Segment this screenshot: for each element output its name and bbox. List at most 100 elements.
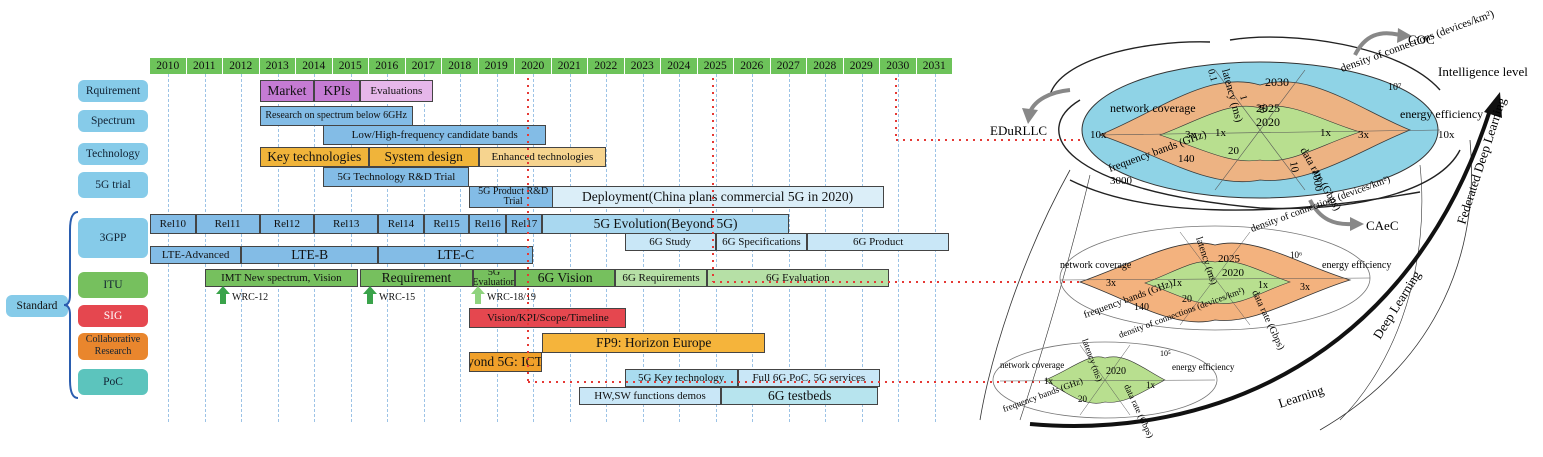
year-2025: 2025 (697, 58, 733, 74)
year-2010: 2010 (150, 58, 186, 74)
roadmap-bar-kpis: KPIs (314, 80, 360, 102)
top-tick-20: 20 (1228, 145, 1240, 157)
roadmap-bar-lte-advanced: LTE-Advanced (150, 246, 242, 264)
wrc-18-19-label: WRC-18/19 (487, 292, 536, 303)
intelligence-level-label: Intelligence level (1438, 64, 1528, 79)
top-tick-1x-left: 1x (1215, 127, 1227, 139)
caec-label: CAeC (1366, 218, 1399, 233)
wrc-15-label: WRC-15 (379, 292, 416, 303)
roadmap-bar-5g-evaluation: 5G Evaluation (473, 269, 515, 287)
year-2014: 2014 (296, 58, 332, 74)
roadmap-bar-key-technologies: Key technologies (259, 147, 369, 167)
mid-tick-1x-right: 1x (1258, 280, 1268, 291)
roadmap-bar-rel15: Rel15 (423, 214, 470, 234)
coc-arrow-icon (1397, 28, 1412, 43)
bot-tick-20: 20 (1078, 394, 1088, 404)
top-year-2030: 2030 (1265, 75, 1289, 89)
roadmap-bar-market: Market (259, 80, 315, 102)
year-2018: 2018 (442, 58, 478, 74)
roadmap-bar-6g-specifications: 6G Specifications (715, 233, 807, 251)
mid-tick-3x-right: 3x (1300, 282, 1310, 293)
roadmap-bar-rel12: Rel12 (259, 214, 315, 234)
mid-year-2020: 2020 (1222, 267, 1245, 279)
coc-label: COC (1408, 32, 1435, 47)
roadmap-bar-imt-new-spectrum-vision: IMT New spectrum, Vision (204, 269, 359, 287)
top-tick-10x-left: 10x (1090, 129, 1107, 141)
bot-year-2020: 2020 (1106, 366, 1126, 377)
wrc-12-arrow-icon (216, 286, 230, 304)
category-sig: SIG (78, 305, 148, 327)
top-year-2020: 2020 (1256, 115, 1280, 129)
roadmap-bar-lte-c: LTE-C (378, 246, 534, 264)
roadmap-bar-beyond-5g-ict-20: Beyond 5G: ICT 20 (469, 352, 543, 372)
year-2021: 2021 (551, 58, 587, 74)
roadmap-bar-hw-sw-functions-demos: HW,SW functions demos (578, 387, 722, 405)
mid-tick-106: 10⁶ (1290, 250, 1302, 260)
top-tick-1x-right: 1x (1320, 127, 1332, 139)
year-2020: 2020 (515, 58, 551, 74)
roadmap-bar-6g-study: 6G Study (624, 233, 716, 251)
year-2022: 2022 (588, 58, 624, 74)
top-tick-3x-right: 3x (1358, 129, 1370, 141)
edurllc-arrow-icon (1022, 108, 1038, 124)
top-energy-efficiency: energy efficiency (1400, 107, 1483, 121)
capability-evolution-diagram: Learning Deep Learning Federated Deep Le… (960, 0, 1543, 452)
mid-energy-efficiency: energy efficiency (1322, 260, 1391, 271)
wrc-12-label: WRC-12 (232, 292, 269, 303)
category-collaborative-research: Collaborative Research (78, 333, 148, 360)
roadmap-bar-5g-key-technology: 5G Key technology (624, 369, 738, 387)
bot-network-coverage: network coverage (1000, 360, 1064, 370)
year-2029: 2029 (843, 58, 879, 74)
top-year-2025: 2025 (1256, 101, 1280, 115)
top-tick-10: 10 (1287, 160, 1301, 173)
year-2012: 2012 (223, 58, 259, 74)
category-3gpp: 3GPP (78, 218, 148, 258)
mid-tick-1x-left: 1x (1172, 278, 1182, 289)
year-2016: 2016 (369, 58, 405, 74)
year-2019: 2019 (478, 58, 514, 74)
mid-tick-140: 140 (1134, 302, 1149, 313)
category-spectrum: Spectrum (78, 110, 148, 132)
wrc-18-19-arrow-icon (471, 286, 485, 304)
year-2026: 2026 (734, 58, 770, 74)
wrc-15-arrow-icon (363, 286, 377, 304)
roadmap-bar-rel11: Rel11 (195, 214, 260, 234)
roadmap-bar-deployment-china-plans-commercial-5g-in-2020: Deployment(China plans commercial 5G in … (551, 186, 884, 208)
top-tick-01: 0.1 (1205, 68, 1219, 83)
roadmap-bar-evaluations: Evaluations (359, 80, 433, 102)
top-tick-1: 1 (1237, 94, 1249, 102)
year-2030: 2030 (880, 58, 916, 74)
year-gridline (569, 74, 571, 422)
year-2017: 2017 (405, 58, 441, 74)
roadmap-bar-5g-technology-r-d-trial: 5G Technology R&D Trial (323, 167, 470, 187)
standard-bracket (63, 211, 79, 399)
year-2023: 2023 (624, 58, 660, 74)
year-2013: 2013 (259, 58, 295, 74)
evolution-svg: Learning Deep Learning Federated Deep Le… (979, 8, 1528, 439)
bot-energy-efficiency: energy efficiency (1172, 362, 1235, 372)
category-itu: ITU (78, 272, 148, 298)
top-network-coverage: network coverage (1110, 101, 1196, 115)
learning-arrowhead-icon (1484, 92, 1502, 118)
category-requirement: Rquirement (78, 80, 148, 102)
roadmap-bar-6g-evaluation: 6G Evaluation (706, 269, 890, 287)
roadmap-bar-5g-evolution-beyond-5g: 5G Evolution(Beyond 5G) (542, 214, 789, 234)
roadmap-bar-rel14: Rel14 (378, 214, 424, 234)
roadmap-bar-rel17: Rel17 (505, 214, 543, 234)
bot-tick-1x-left: 1x (1044, 376, 1054, 386)
roadmap-bar-lte-b: LTE-B (241, 246, 379, 264)
year-2015: 2015 (332, 58, 368, 74)
roadmap-bar-rel13: Rel13 (314, 214, 379, 234)
roadmap-bar-6g-product: 6G Product (807, 233, 950, 251)
category-technology: Technology (78, 143, 148, 165)
roadmap-bar-6g-vision: 6G Vision (515, 269, 616, 287)
year-2011: 2011 (186, 58, 222, 74)
caec-arrow-icon (1350, 217, 1364, 231)
top-tick-10-latency: 10 (1255, 102, 1268, 115)
year-gridline (533, 74, 535, 422)
year-2031: 2031 (916, 58, 952, 74)
roadmap-bar-vision-kpi-scope-timeline: Vision/KPI/Scope/Timeline (469, 308, 627, 328)
roadmap-bar-rel16: Rel16 (469, 214, 506, 234)
